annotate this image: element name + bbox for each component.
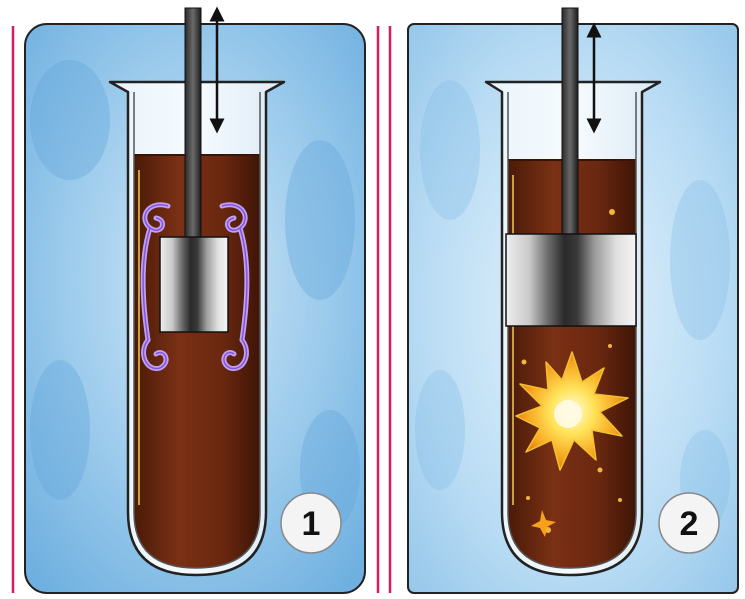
- panel-2: 2: [408, 8, 738, 593]
- piston-rod-2: [562, 8, 578, 240]
- piston-2: [506, 234, 636, 326]
- panel-number-1: 1: [281, 493, 341, 553]
- panel-number-2: 2: [659, 493, 719, 553]
- piston-1: [160, 237, 228, 332]
- panel-number-2-text: 2: [680, 505, 699, 543]
- panel-1: 1: [25, 8, 365, 593]
- panel-number-1-text: 1: [302, 505, 321, 543]
- piston-rod-1: [185, 8, 201, 240]
